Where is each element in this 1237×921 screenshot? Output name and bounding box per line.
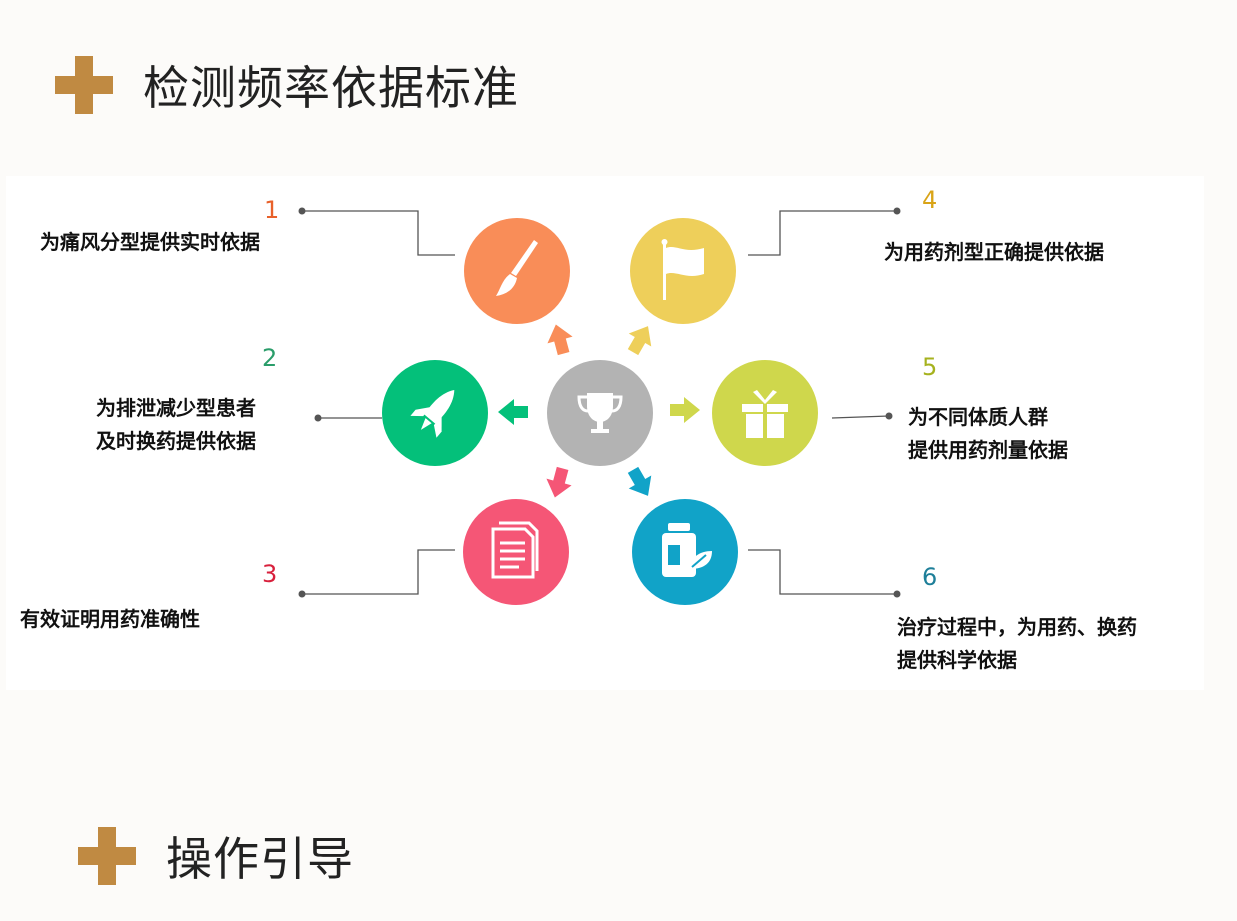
- connector-dot-3: [298, 590, 306, 598]
- connector-6: [748, 549, 897, 595]
- arrow-up-left: [547, 324, 573, 356]
- section-title: 检测频率依据标准: [143, 61, 519, 115]
- connector-3: [302, 549, 455, 595]
- arrow-down-left: [546, 466, 572, 498]
- item-label-5-line2: 提供用药剂量依据: [908, 438, 1068, 462]
- item-label-2-line1: 为排泄减少型患者: [96, 396, 256, 420]
- trophy-icon: [577, 393, 623, 433]
- connector-dot-4: [893, 207, 901, 215]
- arrow-right: [670, 397, 700, 423]
- item-label-2-line2: 及时换药提供依据: [96, 429, 256, 453]
- item-number-4: 4: [922, 186, 938, 214]
- circle-item-3: [463, 499, 569, 605]
- connector-5: [831, 415, 890, 419]
- circle-item-5: [712, 360, 818, 466]
- circle-item-4: [630, 218, 736, 324]
- connector-dot-2: [314, 414, 322, 422]
- item-number-5: 5: [922, 353, 938, 381]
- connector-dot-6: [893, 590, 901, 598]
- center-circle: [547, 360, 653, 466]
- flag-icon: [661, 239, 704, 300]
- arrow-down-right: [627, 466, 652, 496]
- connector-1: [302, 210, 455, 256]
- item-number-2: 2: [262, 344, 278, 372]
- paintbrush-icon: [496, 240, 538, 296]
- item-label-1: 为痛风分型提供实时依据: [40, 230, 260, 254]
- rocket-icon: [410, 390, 455, 438]
- connector-dot-1: [298, 207, 306, 215]
- plus-icon: [78, 827, 136, 885]
- circle-item-1: [464, 218, 570, 324]
- item-label-3: 有效证明用药准确性: [20, 607, 200, 631]
- plus-icon: [55, 56, 113, 114]
- arrow-up-right: [627, 326, 652, 356]
- arrow-left: [498, 399, 528, 425]
- document-icon: [491, 521, 539, 579]
- item-number-1: 1: [264, 196, 280, 224]
- connector-dot-5: [885, 412, 893, 420]
- item-label-5-line1: 为不同体质人群: [908, 405, 1048, 429]
- section-header-2: 操作引导: [78, 823, 354, 889]
- item-label-4: 为用药剂型正确提供依据: [884, 240, 1104, 264]
- circle-item-6: [632, 499, 738, 605]
- medicine-bottle-icon: [662, 523, 712, 577]
- item-label-6-line2: 提供科学依据: [897, 648, 1017, 672]
- item-label-6-line1: 治疗过程中，为用药、换药: [897, 615, 1137, 639]
- section-header-1: 检测频率依据标准: [55, 52, 519, 118]
- section-title: 操作引导: [166, 832, 354, 886]
- item-number-3: 3: [262, 560, 278, 588]
- circle-item-2: [382, 360, 488, 466]
- connector-4: [748, 210, 897, 256]
- gift-box-icon: [742, 390, 788, 438]
- item-number-6: 6: [922, 563, 938, 591]
